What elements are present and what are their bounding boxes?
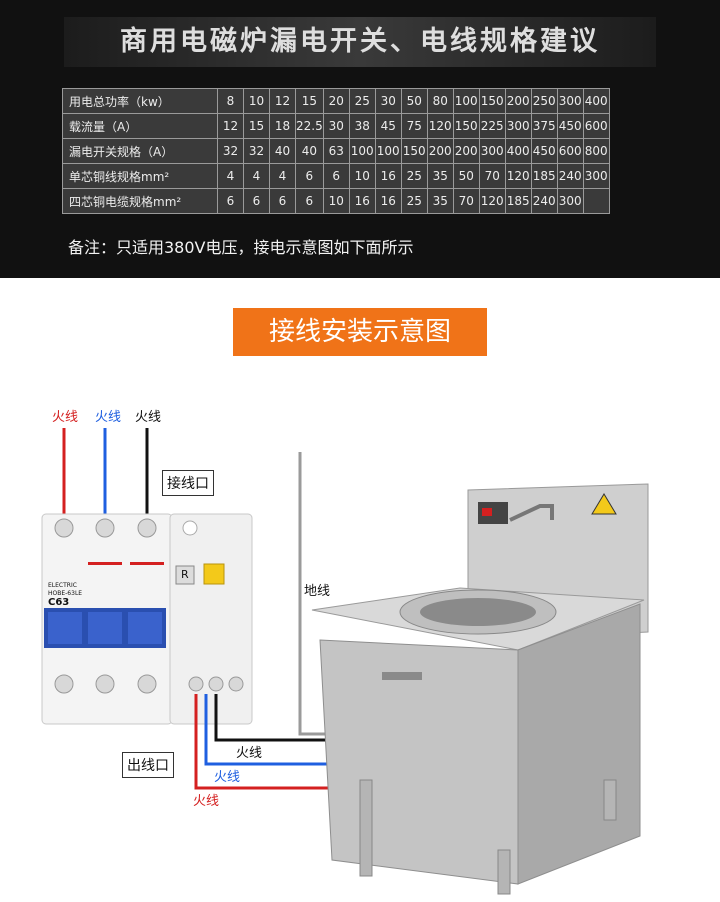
spec-cell: 25 <box>400 188 428 214</box>
outgoing-wire-red <box>194 694 358 790</box>
spec-cell: 45 <box>374 113 402 139</box>
spec-cell: 25 <box>400 163 428 189</box>
spec-cell: 300 <box>582 163 610 189</box>
breaker-reset-key: R <box>181 568 189 581</box>
inlet-label: 接线口 <box>162 470 214 496</box>
spec-cell: 400 <box>582 88 610 114</box>
spec-cell: 63 <box>322 138 350 164</box>
spec-cell: 300 <box>504 113 532 139</box>
top-live-wire-label-black: 火线 <box>135 410 162 425</box>
ground-wire <box>298 452 330 736</box>
spec-row-label: 漏电开关规格（A） <box>62 138 218 164</box>
breaker-model: HOBE-63LE <box>48 590 83 597</box>
spec-row-label: 载流量（A） <box>62 113 218 139</box>
spec-cell: 70 <box>452 188 480 214</box>
spec-cell: 32 <box>217 138 244 164</box>
spec-cell: 4 <box>243 163 270 189</box>
bottom-live-wire-label-black: 火线 <box>236 746 263 761</box>
spec-cell: 30 <box>374 88 402 114</box>
spec-cell: 80 <box>426 88 454 114</box>
spec-cell: 400 <box>504 138 532 164</box>
spec-cell: 185 <box>504 188 532 214</box>
spec-cell: 6 <box>322 163 350 189</box>
faucet <box>509 504 554 522</box>
title-strip: 商用电磁炉漏电开关、电线规格建议 <box>64 17 656 67</box>
section-title: 接线安装示意图 <box>233 308 487 356</box>
leakage-breaker <box>41 513 253 725</box>
outlet-label: 出线口 <box>122 752 174 778</box>
spec-cell: 8 <box>217 88 244 114</box>
spec-cell: 30 <box>322 113 350 139</box>
spec-cell: 120 <box>478 188 506 214</box>
spec-cell: 15 <box>295 88 324 114</box>
spec-cell: 4 <box>269 163 296 189</box>
spec-cell: 250 <box>530 88 558 114</box>
outgoing-wire-black <box>214 694 340 742</box>
spec-cell: 100 <box>374 138 402 164</box>
breaker-rating: C63 <box>48 597 70 608</box>
top-live-wire-label-red: 火线 <box>52 410 79 425</box>
spec-cell: 200 <box>452 138 480 164</box>
spec-row-label: 四芯铜电缆规格mm² <box>62 188 218 214</box>
spec-cell: 240 <box>556 163 584 189</box>
spec-cell: 18 <box>269 113 296 139</box>
spec-cell: 10 <box>348 163 376 189</box>
control-panel <box>478 502 508 524</box>
spec-cell: 16 <box>374 163 402 189</box>
induction-wok-stove <box>311 483 649 895</box>
spec-cell: 185 <box>530 163 558 189</box>
spec-cell: 300 <box>556 188 584 214</box>
spec-cell <box>582 188 610 214</box>
spec-cell: 6 <box>269 188 296 214</box>
note-text: 备注：只适用380V电压，接电示意图如下面所示 <box>68 238 414 257</box>
ground-wire-label: 地线 <box>304 584 331 599</box>
spec-cell: 240 <box>530 188 558 214</box>
spec-cell: 150 <box>452 113 480 139</box>
bottom-live-wire-label-blue: 火线 <box>214 770 241 785</box>
breaker-brand: ELECTRIC <box>48 582 77 589</box>
spec-cell: 75 <box>400 113 428 139</box>
spec-cell: 120 <box>504 163 532 189</box>
spec-cell: 150 <box>478 88 506 114</box>
spec-cell: 35 <box>426 188 454 214</box>
spec-cell: 100 <box>348 138 376 164</box>
page-title: 商用电磁炉漏电开关、电线规格建议 <box>120 26 600 57</box>
spec-cell: 40 <box>269 138 296 164</box>
spec-cell: 10 <box>322 188 350 214</box>
top-live-wire-label-blue: 火线 <box>95 410 122 425</box>
spec-cell: 800 <box>582 138 610 164</box>
outgoing-wire-blue <box>204 694 350 766</box>
bottom-live-wire-label-red: 火线 <box>193 794 220 809</box>
